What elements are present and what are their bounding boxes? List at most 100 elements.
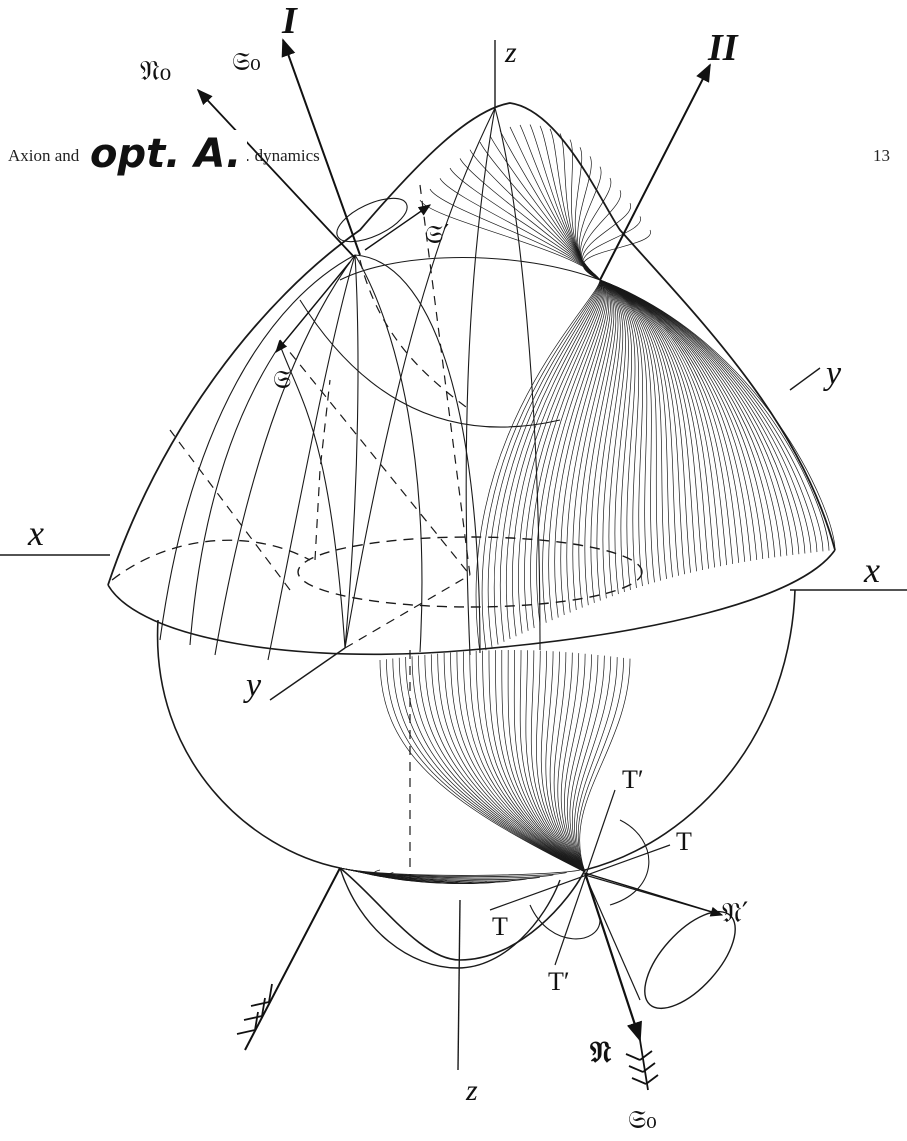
fan-upper-line bbox=[599, 279, 636, 590]
label-x-left: x bbox=[27, 513, 44, 553]
fan-upper-line bbox=[599, 279, 806, 554]
upper-meridians-left bbox=[159, 107, 601, 661]
fan-lower-line bbox=[482, 650, 586, 873]
fan-upper-line bbox=[599, 279, 643, 587]
fan-upper-line bbox=[590, 279, 619, 603]
tangent-line-t-prime bbox=[554, 789, 616, 966]
fan-upper-line bbox=[560, 279, 610, 616]
label-N-prime: 𝔑′ bbox=[722, 896, 748, 929]
label-x-right: x bbox=[863, 550, 880, 590]
lower-tangent-arc-left bbox=[529, 904, 601, 940]
fan-upper-line bbox=[599, 279, 639, 588]
fan-upper-line bbox=[599, 279, 794, 555]
fan-upper-line bbox=[599, 279, 703, 571]
fan-lower-line bbox=[513, 650, 586, 873]
fan-lower-line bbox=[507, 650, 586, 873]
optic-axis-II-arrow bbox=[599, 63, 711, 281]
equator-dashed-ellipse bbox=[297, 536, 643, 608]
fan-upper-line bbox=[599, 279, 770, 559]
fan-lower-line bbox=[424, 654, 586, 873]
fan-upper-line bbox=[599, 279, 740, 563]
fan-upper-line bbox=[493, 279, 601, 645]
fan-upper-line bbox=[599, 279, 788, 556]
lower-left-fan-lines bbox=[339, 867, 581, 884]
fan-upper-line bbox=[578, 279, 615, 608]
label-N: 𝔑 bbox=[590, 1035, 612, 1070]
fan-lower-line bbox=[456, 652, 586, 873]
fan-upper-line bbox=[599, 279, 673, 578]
label-T-left: T bbox=[492, 912, 508, 941]
fan-left-line bbox=[339, 867, 527, 882]
fan-upper-line bbox=[599, 279, 758, 560]
handwritten-note: opt. A. bbox=[84, 130, 248, 178]
fan-lower-line bbox=[501, 650, 586, 873]
fan-upper-line bbox=[569, 139, 601, 281]
fan-upper-line bbox=[582, 229, 651, 281]
upper-tangent-cone bbox=[336, 197, 408, 243]
fan-lower-line bbox=[398, 657, 586, 873]
fan-lower-line bbox=[430, 654, 586, 873]
fan-lower-line bbox=[560, 653, 586, 873]
fan-upper-line bbox=[505, 279, 602, 640]
fan-upper-line bbox=[584, 279, 617, 606]
fan-lower-line bbox=[557, 652, 586, 873]
fan-upper-line bbox=[536, 279, 605, 626]
fan-upper-line bbox=[566, 279, 611, 613]
fan-upper-line bbox=[481, 279, 601, 651]
fan-upper-line bbox=[599, 279, 691, 573]
fan-lower-line bbox=[566, 654, 592, 873]
fan-upper-line bbox=[580, 177, 612, 281]
fan-upper-line bbox=[599, 279, 685, 575]
fan-left-line bbox=[339, 867, 581, 876]
fan-lower-line bbox=[553, 652, 586, 873]
fan-lower-line bbox=[462, 651, 586, 873]
fan-upper-line bbox=[581, 190, 622, 281]
s-prime-arrow bbox=[364, 204, 432, 251]
n0-arrow bbox=[196, 88, 356, 259]
fan-lower-line bbox=[569, 654, 599, 873]
z-axis-bottom bbox=[457, 899, 461, 1071]
fan-lower-line bbox=[540, 650, 586, 873]
label-optic-axis-I: I bbox=[281, 0, 298, 42]
label-S0-bottom: 𝔖₀ bbox=[628, 1105, 657, 1135]
fan-upper-line bbox=[459, 158, 601, 281]
fan-lower-line bbox=[519, 650, 586, 873]
fan-lower-line bbox=[411, 656, 586, 873]
construction-lines bbox=[169, 184, 471, 880]
fan-lower-line bbox=[579, 658, 631, 873]
fan-upper-line bbox=[577, 156, 601, 281]
fan-upper-line bbox=[599, 279, 624, 599]
n-prime-arrow bbox=[584, 872, 724, 917]
fan-upper-line bbox=[554, 279, 608, 618]
fan-upper-line bbox=[530, 279, 604, 629]
fan-upper-line bbox=[518, 279, 603, 634]
fan-upper-line bbox=[596, 279, 621, 601]
fan-lower-line bbox=[405, 656, 586, 873]
fan-upper-line bbox=[599, 279, 836, 551]
feather-left bbox=[236, 983, 273, 1035]
fan-upper-line bbox=[599, 279, 667, 579]
fan-lower-line bbox=[488, 650, 586, 873]
fan-lower-line bbox=[450, 652, 586, 873]
fan-upper-line bbox=[599, 279, 728, 566]
equator-flange bbox=[107, 549, 836, 656]
fan-lower-line bbox=[577, 657, 624, 873]
fan-upper-line bbox=[524, 279, 603, 631]
label-T-prime-upper: T′ bbox=[622, 765, 644, 794]
fan-upper-line bbox=[429, 188, 601, 281]
fan-lower-line bbox=[495, 650, 586, 873]
fan-upper-line bbox=[599, 279, 632, 592]
tangent-line-t bbox=[489, 844, 671, 911]
fan-lower-line bbox=[475, 650, 586, 873]
lower-fan-lines bbox=[379, 650, 631, 873]
label-T-prime-lower: T′ bbox=[548, 967, 570, 996]
fan-lower-line bbox=[576, 657, 618, 873]
fan-lower-line bbox=[386, 659, 586, 873]
page-number: 13 bbox=[873, 146, 890, 165]
fan-upper-line bbox=[599, 279, 812, 553]
equator-dashed-left bbox=[111, 539, 311, 581]
fan-upper-line bbox=[578, 166, 602, 281]
lower-tangent-arc-right bbox=[609, 819, 650, 906]
fan-upper-line bbox=[511, 279, 602, 637]
label-T-right: T bbox=[676, 827, 692, 856]
